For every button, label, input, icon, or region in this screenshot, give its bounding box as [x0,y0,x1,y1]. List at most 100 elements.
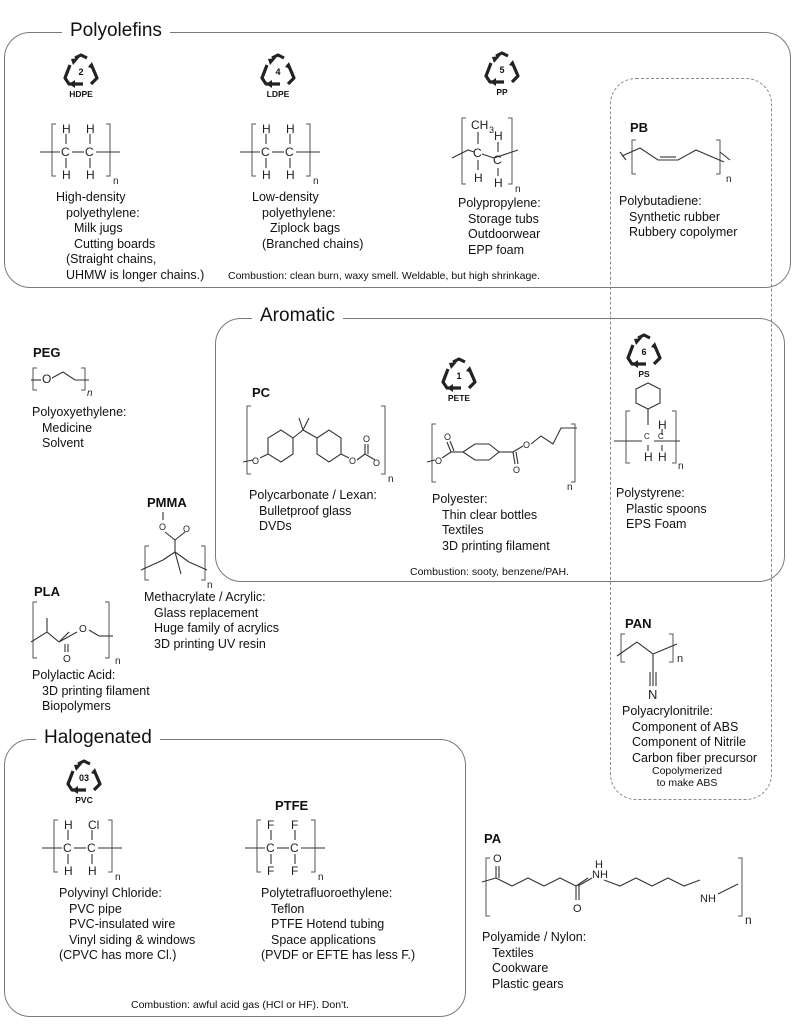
atom-o: O [573,903,582,915]
atom-h: H [86,122,95,136]
pmma-use: 3D printing UV resin [154,636,266,651]
atom-o: O [513,465,520,475]
aromatic-frame [215,318,785,582]
atom-o: O [252,456,259,466]
pc-desc: Polycarbonate / Lexan: [249,488,377,502]
peg-structure: O n [31,367,93,399]
recycle-triangle-icon [63,53,99,88]
pete-code: PETE [447,393,471,403]
atom-h: H [644,450,653,464]
atom-c: C [285,145,294,159]
pp-description: Polypropylene: Storage tubs Outdoorwear … [458,196,541,258]
pp-recycle-symbol: 5 PP [482,50,522,100]
atom-c: C [61,145,70,159]
abs-note-line1: Copolymerized [652,765,723,777]
pvc-use: PVC-insulated wire [69,917,176,931]
pc-use: Bulletproof glass [259,503,352,518]
pan-desc: Polyacrylonitrile: [622,704,714,718]
ps-use: EPS Foam [626,517,687,531]
pa-desc: Polyamide / Nylon: [482,930,587,944]
pp-recycle-number: 5 [499,65,505,75]
pb-description: Polybutadiene: Synthetic rubber Rubbery … [619,194,737,241]
ptfe-name: PTFE [275,798,309,813]
pvc-description: Polyvinyl Chloride: PVC pipe PVC-insulat… [59,886,195,964]
atom-h: H [286,122,295,136]
hdpe-description: High-density polyethylene: Milk jugs Cut… [56,190,204,283]
repeat-n: n [567,482,573,493]
ps-description: Polystyrene: Plastic spoons EPS Foam [616,486,707,533]
atom-o: O [63,654,71,665]
atom-nh: NH [592,869,608,881]
pc-name: PC [252,385,271,400]
atom-o: O [435,456,442,466]
atom-c: C [658,432,664,441]
peg-name: PEG [33,345,61,360]
ps-structure: C C HHH n [614,382,684,472]
pete-recycle-symbol: 1 PETE [439,356,479,406]
pete-desc: Polyester: [432,492,488,506]
atom-h: H [658,450,667,464]
pla-desc: Polylactic Acid: [32,668,116,682]
pb-name: PB [630,120,649,135]
pc-description: Polycarbonate / Lexan: Bulletproof glass… [249,488,377,535]
peg-use: Medicine [42,420,93,435]
repeat-n: n [318,872,324,883]
subscript-3: 3 [489,125,494,135]
peg-use: Solvent [42,436,84,450]
atom-c: C [266,841,275,855]
pla-name: PLA [34,584,60,599]
hdpe-recycle-number: 2 [78,67,84,77]
atom-o: O [523,440,530,450]
atom-f: F [267,818,274,832]
atom-c: C [85,145,94,159]
ps-recycle-number: 6 [641,347,647,357]
ldpe-recycle-symbol: 4 LDPE [258,52,298,102]
recycle-triangle-icon [66,759,102,794]
pmma-structure: O O n [140,512,213,591]
pete-use: 3D printing filament [442,538,550,553]
aromatic-combustion-note: Combustion: sooty, benzene/PAH. [410,566,569,578]
atom-o: O [183,524,190,534]
repeat-n: n [678,461,684,472]
atom-o: O [42,372,51,386]
abs-note-line2: to make ABS [656,777,718,789]
repeat-n: n [87,388,93,399]
pvc-note: (CPVC has more Cl.) [59,948,177,962]
atom-h: H [494,176,503,190]
ptfe-use: Teflon [271,901,305,916]
atom-o: O [349,456,356,466]
pmma-use: Glass replacement [154,605,259,620]
pla-description: Polylactic Acid: 3D printing filament Bi… [32,668,150,715]
pa-structure: O O NH H NH n [481,853,752,927]
pete-description: Polyester: Thin clear bottles Textiles 3… [432,492,550,554]
peg-desc: Polyoxyethylene: [32,405,127,419]
pp-use: Outdoorwear [468,227,541,241]
pvc-recycle-number: 03 [78,773,89,783]
polyolefins-frame [4,32,791,288]
repeat-n: n [515,184,521,195]
recycle-triangle-icon [260,53,296,88]
pla-use: Biopolymers [42,699,111,713]
hdpe-desc-line2: polyethylene: [66,205,140,220]
pp-code: PP [496,87,508,97]
aromatic-title: Aromatic [252,305,343,327]
repeat-n: n [726,174,732,185]
pa-description: Polyamide / Nylon: Textiles Cookware Pla… [482,930,586,992]
ps-use: Plastic spoons [626,501,707,516]
pvc-desc: Polyvinyl Chloride: [59,886,162,900]
pan-description: Polyacrylonitrile: Component of ABS Comp… [622,704,757,766]
atom-h: H [658,418,667,432]
polyolefins-title: Polyolefins [62,20,170,42]
pp-use: Storage tubs [468,211,539,226]
pete-recycle-number: 1 [456,371,462,381]
hdpe-note: (Straight chains, [66,252,157,266]
atom-n: N [648,687,657,702]
pete-use: Thin clear bottles [442,507,538,522]
recycle-triangle-icon [484,51,520,86]
ps-desc: Polystyrene: [616,486,685,500]
atom-h: H [286,168,295,182]
repeat-n: n [113,176,119,187]
ps-recycle-symbol: 6 PS [624,332,664,382]
